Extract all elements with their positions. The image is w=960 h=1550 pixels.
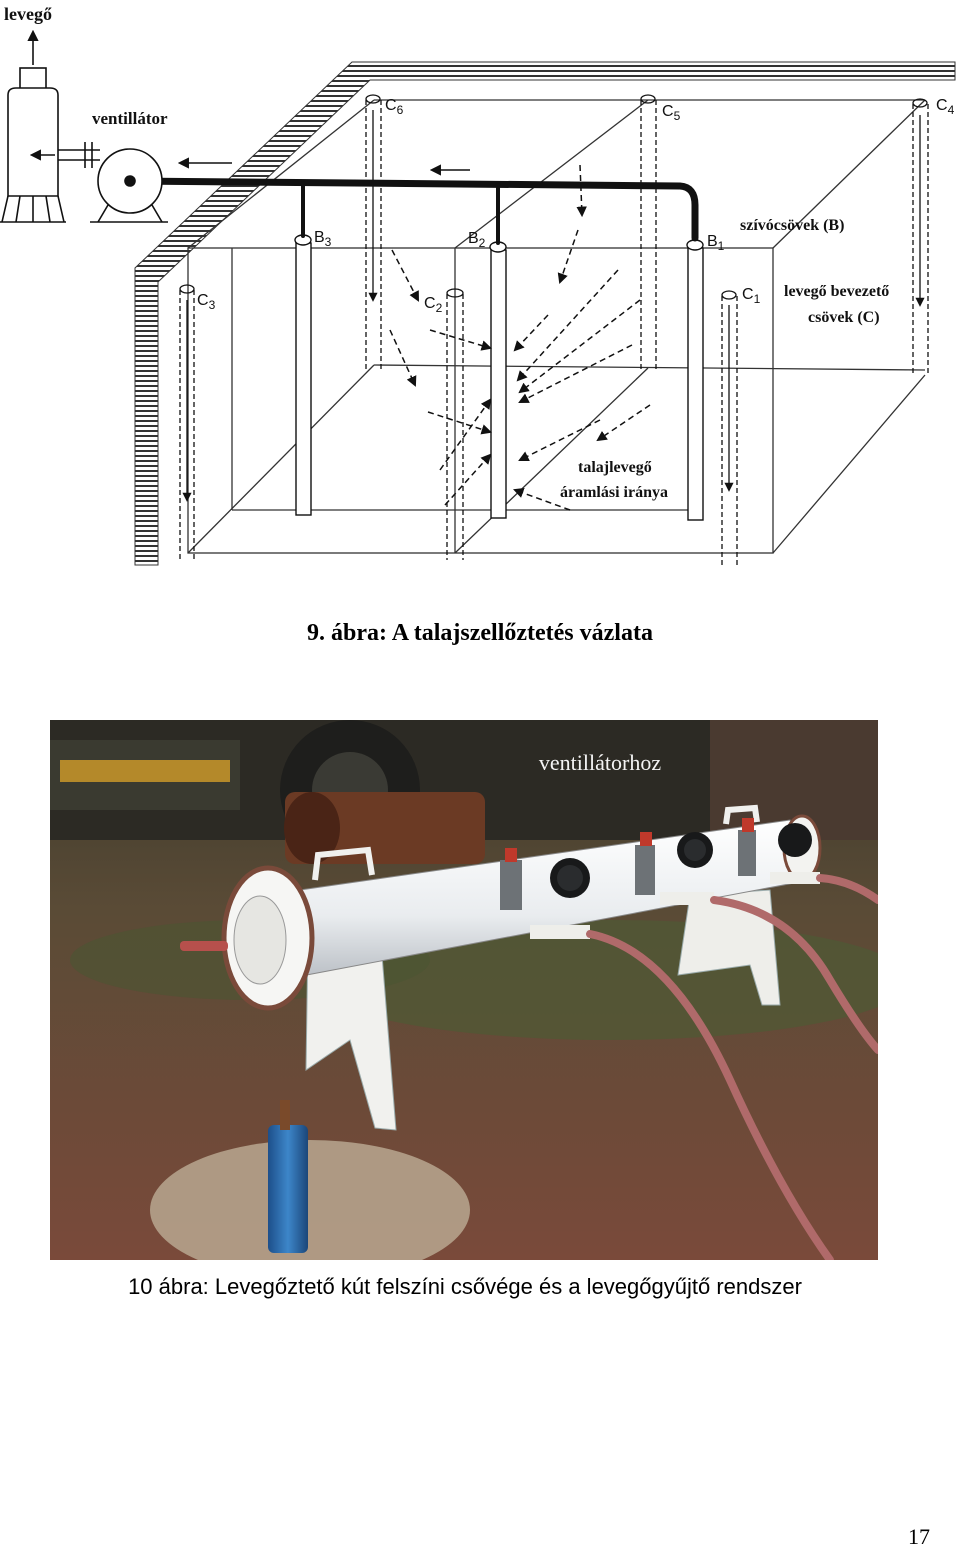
label-c6: C6 — [385, 97, 404, 117]
flow-label-line1: talajlevegő — [578, 459, 652, 476]
figure-9-caption: 9. ábra: A talajszellőztetés vázlata — [307, 620, 653, 646]
label-b1: B1 — [707, 233, 725, 253]
pipe-b1 — [686, 239, 704, 521]
page-number: 17 — [908, 1524, 930, 1549]
inlet-pipes — [179, 94, 929, 565]
pipe-b3 — [294, 234, 312, 516]
fan-unit — [0, 29, 470, 223]
manifold-photo — [50, 720, 878, 1260]
pipe-c6 — [365, 94, 382, 370]
ground-surface-border — [134, 61, 956, 566]
pipe-c4 — [912, 98, 929, 375]
fan-label: ventillátor — [92, 109, 168, 128]
label-c5: C5 — [662, 103, 681, 123]
pipe-c5 — [640, 94, 657, 370]
label-c4: C4 — [936, 97, 955, 117]
label-c3: C3 — [197, 292, 216, 312]
label-c1: C1 — [742, 286, 761, 306]
label-b2: B2 — [468, 230, 486, 250]
soil-air-flow-arrows — [389, 164, 651, 511]
flow-label-line2: áramlási iránya — [560, 484, 668, 501]
valve-gauge-set — [500, 818, 820, 939]
hoses — [586, 874, 878, 1260]
figure-10-caption: 10 ábra: Levegőztető kút felszíni csővég… — [128, 1274, 802, 1299]
soil-block-outline — [187, 99, 926, 554]
suction-pipes — [294, 234, 704, 521]
pipe-c3 — [179, 284, 195, 560]
pipe-c1 — [721, 290, 738, 565]
label-c2: C2 — [424, 295, 443, 315]
inlet-pipes-label-line2: csövek (C) — [808, 309, 880, 326]
inlet-pipes-label-line1: levegő bevezető — [784, 283, 889, 300]
photo-label-to-fan: ventillátorhoz — [538, 750, 662, 775]
soil-ventilation-diagram: levegő ventillátor szívócsövek (B) leveg… — [0, 4, 956, 566]
suction-pipes-label: szívócsövek (B) — [740, 217, 844, 234]
pipe-c2 — [446, 288, 464, 560]
air-outlet-label: levegő — [4, 4, 52, 24]
pipe-b2 — [489, 241, 507, 519]
collector-pipe — [126, 177, 699, 245]
label-b3: B3 — [314, 229, 332, 249]
